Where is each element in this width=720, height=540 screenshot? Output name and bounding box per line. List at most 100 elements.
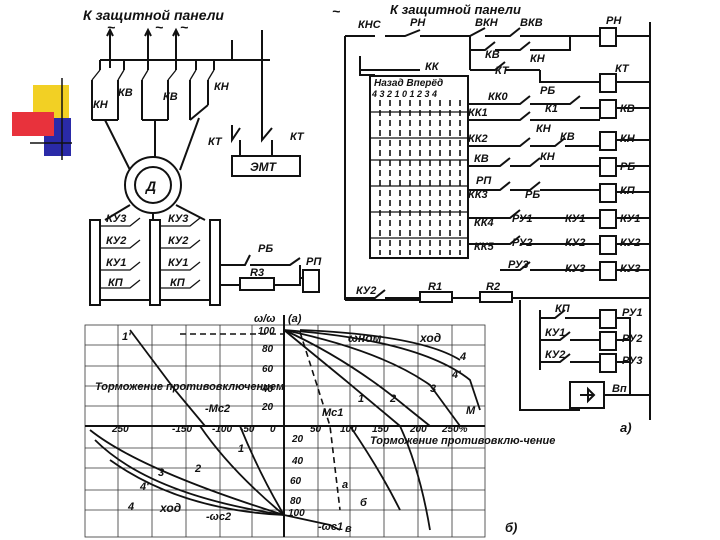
contact-kv-2: КВ: [163, 91, 178, 103]
controller-positions: 4 3 2 1 0 1 2 3 4: [371, 89, 437, 99]
coil-ku2: [599, 235, 617, 255]
label-kk3: КК3: [468, 189, 488, 201]
label-ku2: КУ2: [106, 235, 126, 247]
controller-box: [369, 75, 469, 259]
mc1-label: Mс1: [322, 407, 343, 419]
power-tilde-1: ~: [107, 19, 115, 35]
xtick-left-0: 0: [270, 424, 276, 435]
braking-right-label: Торможение противовклю-чение: [370, 435, 555, 447]
ytick-40: 40: [261, 384, 274, 395]
ytick-b60: 60: [290, 476, 302, 487]
coil-kv: [599, 99, 617, 119]
omega-nom-label: ωном: [348, 331, 382, 345]
point-b: б: [360, 497, 368, 509]
label-rb-ctrl2: РБ: [525, 189, 540, 201]
label-ru3: РУ3: [508, 259, 529, 271]
label-k1: К1: [545, 103, 558, 115]
relay-rp-coil: [302, 269, 320, 293]
coil-label-kt: КТ: [615, 63, 630, 75]
label-rb: РБ: [258, 243, 273, 255]
curve-bot-right-3: [283, 514, 341, 531]
label-kv-ctrl3: КВ: [560, 131, 575, 143]
resistor-bank-3: [209, 219, 221, 306]
coil-label-ru2: РУ2: [622, 333, 643, 345]
label-b: б): [505, 520, 517, 535]
label-kk2: КК2: [468, 133, 488, 145]
ytick-20: 20: [261, 402, 274, 413]
label-knc: КНС: [358, 19, 382, 31]
label-ku1-ctrl: КУ1: [565, 213, 585, 225]
coil-ru3: [599, 353, 617, 373]
curve-top-2: [283, 329, 431, 427]
ytick-60: 60: [262, 364, 274, 375]
resistor-bank-1: [89, 219, 101, 306]
slide-decoration: [12, 78, 72, 160]
omega-c1-label: -ωс1: [318, 521, 343, 533]
contact-kv-1: КВ: [118, 87, 133, 99]
label-rp-ctrl: РП: [476, 175, 492, 187]
label-ku2-ctrl: КУ2: [565, 237, 585, 249]
label-kn-ctrl3: КН: [540, 151, 556, 163]
motor-label: Д: [145, 178, 156, 194]
label-kk5: КК5: [474, 241, 495, 253]
label-kn: КН: [530, 53, 546, 65]
xod-top-label: ход: [419, 331, 441, 345]
label-vp: Вп: [612, 383, 627, 395]
resistor-r1: [419, 291, 453, 303]
label-rb-ctrl: РБ: [540, 85, 555, 97]
label-rn: РН: [410, 17, 426, 29]
xtick-left-100: -100: [212, 424, 232, 435]
y-axis-label: ω/ω: [254, 313, 275, 325]
rotor-resistors: КУ3 КУ2 КУ1 КП КУ3 КУ2 КУ1 КП РБ R3 РП: [89, 213, 322, 306]
label-kpb: КП: [170, 277, 186, 289]
label-kn-ctrl2: КН: [536, 123, 552, 135]
deco-red-square: [12, 112, 54, 136]
coil-rn: [599, 27, 617, 47]
curve-bot-3: [199, 425, 285, 516]
label-kk: КК: [425, 61, 440, 73]
emt-brake-coil: [231, 155, 301, 177]
coil-label-ru3: РУ3: [622, 355, 643, 367]
ytick-80: 80: [262, 344, 274, 355]
curve-label-top-1: 1: [358, 393, 364, 405]
label-a: а): [620, 420, 632, 435]
xtick-right-50: 50: [310, 424, 322, 435]
emt-label: ЭМТ: [250, 160, 278, 174]
power-header: К защитной панели: [83, 7, 224, 23]
xtick-left-150: -150: [172, 424, 192, 435]
curve-bot-right: [349, 425, 401, 511]
controller-contacts: [370, 100, 468, 255]
controller-title: Назад Вперёд: [374, 78, 443, 89]
contact-kn-2: КН: [214, 81, 230, 93]
coil-ru1: [599, 309, 617, 329]
braking-left-label: Торможение противовключением: [95, 381, 284, 393]
control-circuit: ~ К защитной панели ВКН ВКВ КНС РН РН КВ…: [332, 2, 651, 435]
label-ku1b: КУ1: [168, 257, 188, 269]
xod-bottom-label: ход: [159, 501, 181, 515]
label-vkn: ВКН: [475, 17, 499, 29]
label-rp: РП: [306, 256, 322, 268]
curve-label-bot-1: 1: [238, 443, 244, 455]
label-kk0: КК0: [488, 91, 509, 103]
curve-bot-4: [239, 425, 285, 516]
contact-kt-2: КТ: [290, 131, 305, 143]
power-circuit: К защитной панели ~ ~ ~ КВ КН КВ КН КТ К…: [83, 7, 305, 221]
omega-c2-label: -ωс2: [206, 511, 231, 523]
curve-bot-1: [89, 429, 285, 516]
ytick-100: 100: [258, 326, 275, 337]
label-kp-ctrl: КП: [555, 303, 571, 315]
ctrl-tilde: ~: [332, 3, 340, 19]
label-ku2-rung2: КУ2: [545, 349, 565, 361]
resistor-r3: [239, 277, 275, 291]
curve-top-nat: [299, 329, 461, 361]
coil-label-rn: РН: [606, 15, 622, 27]
label-ku3: КУ3: [106, 213, 126, 225]
power-tilde-2: ~: [155, 19, 163, 35]
label-r2: R2: [486, 281, 500, 293]
ctrl-header: К защитной панели: [390, 2, 521, 17]
curve-label-top-2: 2: [389, 393, 396, 405]
xtick-left-50: -50: [240, 424, 255, 435]
ytick-b20: 20: [291, 434, 304, 445]
point-v: в: [345, 523, 352, 535]
